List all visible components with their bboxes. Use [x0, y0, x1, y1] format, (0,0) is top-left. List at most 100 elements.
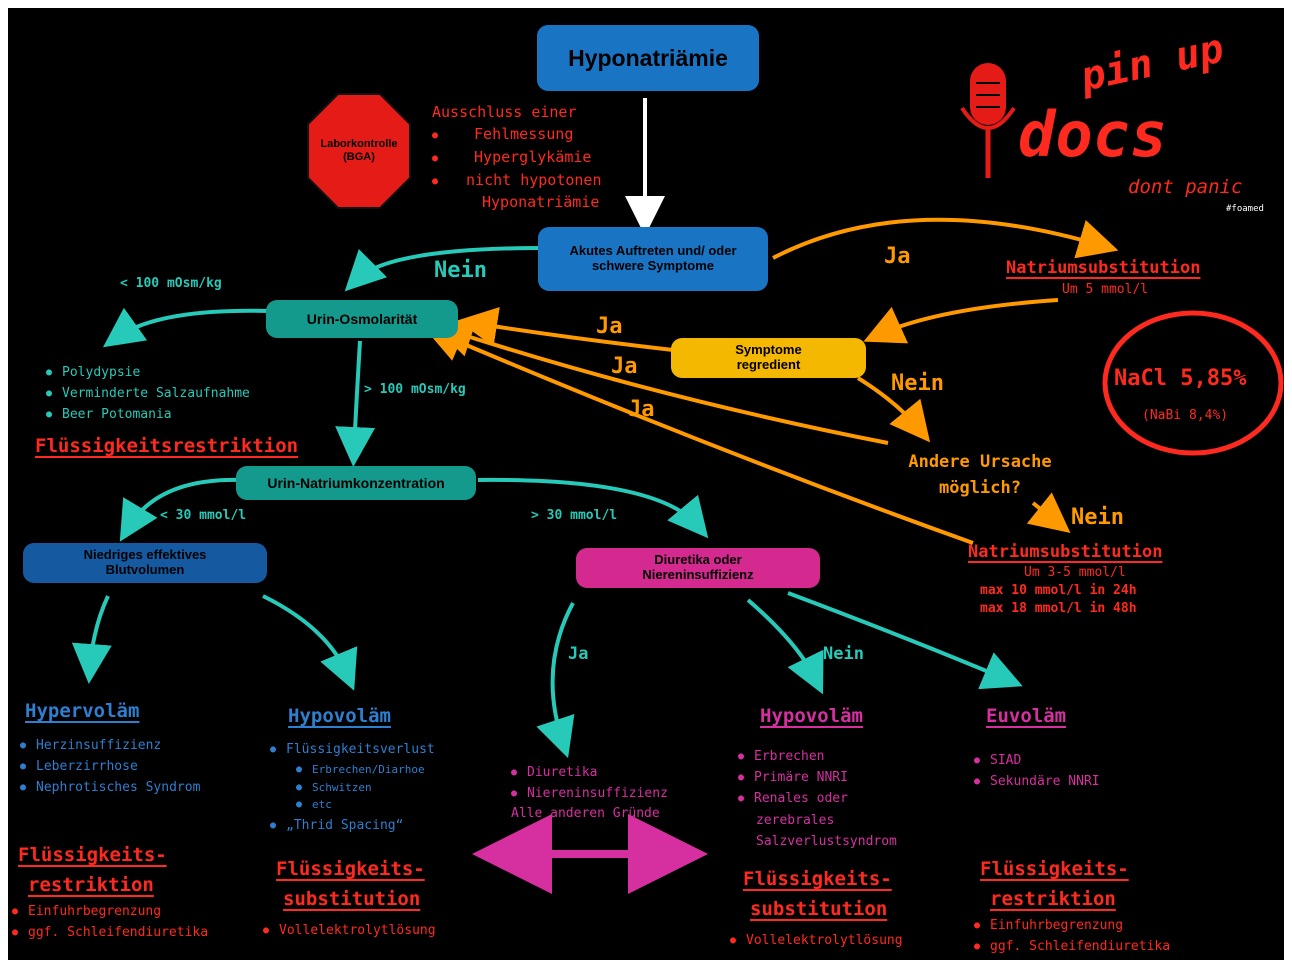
- label-nein-acute: Nein: [434, 258, 487, 283]
- hypovol-left-therapy-l2: substitution: [283, 888, 421, 910]
- label-gt100: > 100 mOsm/kg: [364, 382, 466, 397]
- hypovol-right-item: Erbrechen: [738, 749, 824, 764]
- natrium-substitution-2-line: max 10 mmol/l in 24h: [980, 583, 1137, 598]
- exclusion-heading: Ausschluss einer: [432, 103, 577, 121]
- natrium-substitution-2-line: Um 3-5 mmol/l: [1024, 565, 1126, 580]
- label-nein-other: Nein: [1071, 505, 1124, 530]
- nacl-main: NaCl 5,85%: [1114, 366, 1247, 391]
- label-nein-symptoms: Nein: [891, 371, 944, 396]
- exclusion-item: nicht hypotonen: [432, 171, 601, 189]
- hypervol-item: Nephrotisches Syndrom: [20, 780, 200, 795]
- label-lt100: < 100 mOsm/kg: [120, 276, 222, 291]
- label-gt30: > 30 mmol/l: [531, 508, 618, 523]
- hypovol-right-item: Primäre NNRI: [738, 770, 848, 785]
- low-osm-item: Polydypsie: [46, 365, 140, 380]
- natrium-substitution-1-title: Natriumsubstitution: [1006, 258, 1201, 278]
- exclusion-tail: Hyponatriämie: [482, 193, 600, 211]
- arrow-symptoms-ja: [457, 306, 674, 352]
- hypervol-measure: Einfuhrbegrenzung: [12, 904, 161, 919]
- diuretics-other: Alle anderen Gründe: [511, 806, 660, 821]
- title-box: Hyponatriämie: [537, 25, 759, 91]
- natrium-substitution-2-title: Natriumsubstitution: [968, 542, 1163, 562]
- hypervol-measure: ggf. Schleifendiuretika: [12, 925, 208, 940]
- label-lt30: < 30 mmol/l: [160, 508, 247, 523]
- label-ja-3: Ja: [628, 397, 655, 422]
- nacl-circle: [1102, 310, 1284, 456]
- label-ja-1: Ja: [596, 314, 623, 339]
- hypovol-left-item: Flüssigkeitsverlust: [270, 742, 435, 757]
- arrow-urinna-to-lowvol: [119, 477, 241, 542]
- hypervol-item: Herzinsuffizienz: [20, 738, 161, 753]
- hypovol-left-therapy-l1: Flüssigkeits-: [276, 858, 425, 880]
- hypovol-left-measure: Vollelektrolytlösung: [263, 923, 436, 938]
- arrow-lowvol-to-hypervol: [71, 595, 112, 684]
- logo-line2: docs: [1018, 98, 1168, 171]
- euvol-therapy-l2: restriktion: [990, 888, 1116, 910]
- hypovol-right-cont: zerebrales: [756, 813, 835, 828]
- diuretics-item: Diuretika: [511, 765, 597, 780]
- euvol-measure: Einfuhrbegrenzung: [974, 918, 1123, 933]
- urin-natrium-box: Urin-Natriumkonzentration: [236, 466, 476, 500]
- logo-tag: #foamed: [1226, 204, 1264, 214]
- arrow-symptoms-nein: [856, 376, 931, 443]
- euvol-item: Sekundäre NNRI: [974, 774, 1100, 789]
- arrow-natrium2-ja: [423, 324, 974, 545]
- low-osm-therapy: Flüssigkeitsrestriktion: [35, 435, 299, 457]
- stop-sign-label: Laborkontrolle (BGA): [320, 138, 398, 163]
- euvol-title: Euvoläm: [986, 705, 1067, 727]
- natrium-substitution-2-line: max 18 mmol/l in 48h: [980, 601, 1137, 616]
- arrow-diuretics-nein: [746, 598, 824, 695]
- arrow-acute-to-natrium: [772, 217, 1119, 260]
- hypovol-right-cont: Salzverlustsyndrom: [756, 834, 897, 849]
- hypovol-left-subitem: Schwitzen: [296, 781, 372, 794]
- stop-sign-shape: [307, 93, 411, 209]
- urin-osmolaritaet-box: Urin-Osmolarität: [266, 300, 458, 338]
- hypervol-therapy-l1: Flüssigkeits-: [18, 844, 167, 866]
- hypovol-right-title: Hypovoläm: [760, 705, 863, 727]
- connector-layer: [71, 63, 1284, 894]
- arrow-other-nein: [1026, 492, 1071, 533]
- label-ja-diuretics: Ja: [568, 644, 589, 664]
- low-osm-item: Beer Potomania: [46, 407, 172, 422]
- arrow-urinosm-to-lowosm: [102, 307, 271, 348]
- label-ja-2: Ja: [611, 354, 638, 379]
- arrow-urinna-to-diuretics: [477, 477, 709, 539]
- euvol-measure: ggf. Schleifendiuretika: [974, 939, 1170, 954]
- symptoms-box: Symptome regredient: [671, 338, 866, 378]
- low-volume-box: Niedriges effektives Blutvolumen: [23, 543, 267, 583]
- hypovol-left-item: „Thrid Spacing“: [270, 818, 403, 833]
- hypovol-left-subitem: Erbrechen/Diarhoe: [296, 763, 425, 776]
- hypervol-title: Hypervoläm: [25, 700, 140, 722]
- microphone-icon: [960, 63, 1016, 178]
- acute-box: Akutes Auftreten und/ oder schwere Sympt…: [538, 227, 768, 291]
- hypervol-item: Leberzirrhose: [20, 759, 138, 774]
- euvol-therapy-l1: Flüssigkeits-: [980, 858, 1129, 880]
- arrow-natrium-to-symptoms: [863, 298, 1059, 344]
- low-osm-item: Verminderte Salzaufnahme: [46, 386, 250, 401]
- arrow-other-ja: [432, 318, 889, 445]
- diuretics-item: Niereninsuffizienz: [511, 786, 668, 801]
- arrow-lowvol-to-hypovol: [262, 594, 358, 691]
- euvol-item: SIAD: [974, 753, 1021, 768]
- label-ja-acute: Ja: [884, 244, 911, 269]
- exclusion-item: Fehlmessung: [432, 125, 573, 143]
- diagram-board: Hyponatriämie Laborkontrolle (BGA) Akute…: [8, 8, 1284, 960]
- arrow-acute-to-urinosm: [344, 246, 544, 292]
- arrow-diuretics-euvol: [787, 591, 1023, 690]
- hypovol-left-subitem: etc: [296, 798, 332, 811]
- diuretics-box: Diuretika oder Niereninsuffizienz: [576, 548, 820, 588]
- other-cause-question: Andere Ursache möglich?: [908, 452, 1052, 498]
- hypovol-left-title: Hypovoläm: [288, 705, 391, 727]
- natrium-substitution-1-sub: Um 5 mmol/l: [1062, 282, 1149, 297]
- hypovol-right-therapy-l1: Flüssigkeits-: [743, 868, 892, 890]
- hypervol-therapy-l2: restriktion: [28, 874, 154, 896]
- hypovol-right-therapy-l2: substitution: [750, 898, 888, 920]
- arrow-urinosm-to-urinna: [335, 340, 376, 467]
- exclusion-item: Hyperglykämie: [432, 148, 591, 166]
- logo-line3: dont panic: [1128, 176, 1243, 198]
- label-nein-diuretics: Nein: [823, 644, 864, 664]
- arrow-diuretics-ja: [536, 602, 575, 759]
- hypovol-right-item: Renales oder: [738, 791, 848, 806]
- hypovol-right-measure: Vollelektrolytlösung: [730, 933, 903, 948]
